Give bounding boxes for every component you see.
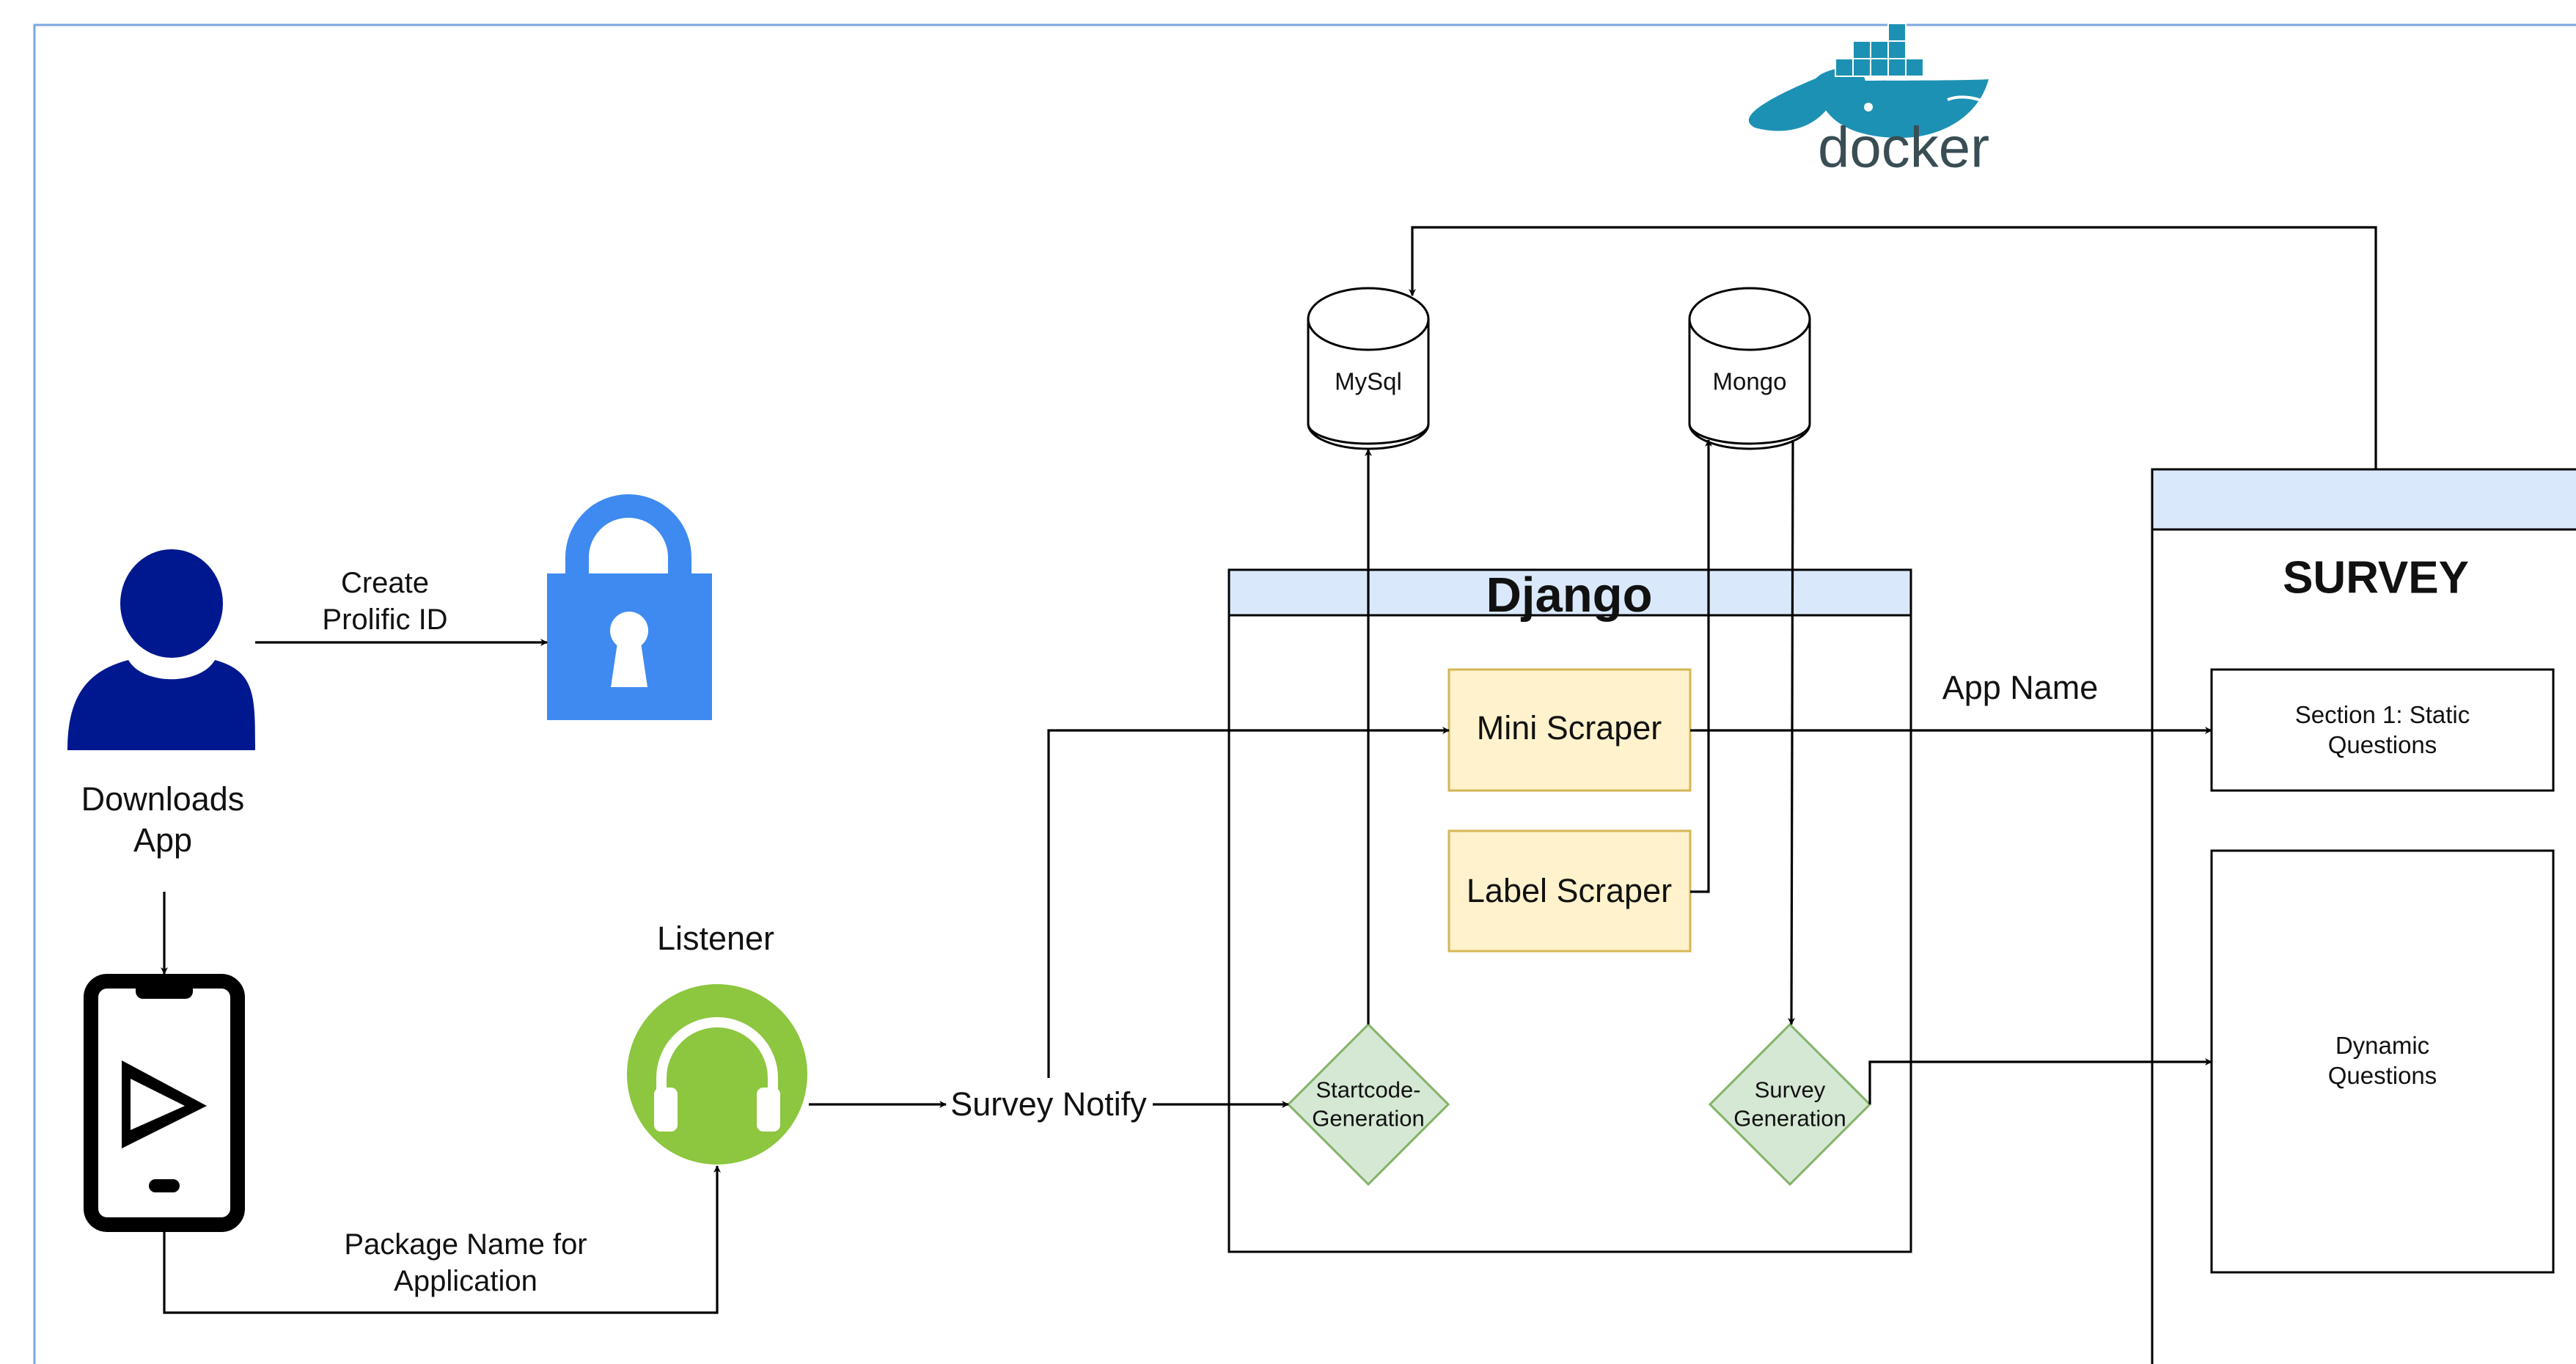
play-store-icon [122,1060,207,1148]
create-prolific-id-label: Create Prolific ID [322,567,448,636]
survey-generation-label: Survey Generation [1733,1077,1846,1131]
startcode-label: Startcode- Generation [1312,1077,1425,1131]
mongo-cylinder [1688,287,1811,450]
survey-title: SURVEY [2283,552,2469,604]
dynamic-questions-box [2210,849,2555,1274]
edge-label-scraper-to-mongo [1690,439,1712,893]
dynamic-questions-label: Dynamic Questions [2327,1031,2437,1089]
edge-survey-generation-to-dynamic [1868,1058,2212,1104]
lock-icon [547,494,712,720]
edge-package-name [163,1165,721,1314]
edge-mongo-to-survey-generation [1788,439,1796,1025]
edge-survey-to-mysql [1409,226,2377,469]
docker-whale-icon [1748,23,1989,138]
headphones-icon [627,984,807,1165]
actor-label: Downloads App [81,780,245,859]
label-scraper-box [1447,829,1692,953]
mongo-label: Mongo [1712,367,1787,395]
survey-generation-diamond [1708,1022,1872,1187]
survey-header [2151,468,2576,531]
label-scraper-label: Label Scraper [1466,871,1673,909]
section1-label: Section 1: Static Questions [2294,700,2470,758]
person-icon [67,549,256,750]
mini-scraper-label: Mini Scraper [1476,708,1662,747]
package-name-label: Package Name for Application [344,1228,587,1297]
edge-notify-to-mini-scraper [1047,727,1450,1078]
django-header [1228,568,1912,617]
phone-icon [84,974,245,1232]
django-title: Django [1486,568,1653,623]
survey-notify-label: Survey Notify [947,1083,1150,1126]
section1-box [2210,668,2555,792]
page-frame [33,23,2576,1364]
startcode-diamond [1286,1022,1450,1187]
mysql-label: MySql [1335,367,1402,395]
docker-logo-text: docker [1817,114,1990,180]
listener-label: Listener [656,919,775,957]
mysql-cylinder [1307,287,1430,450]
app-name-label: App Name [1942,668,2099,706]
mini-scraper-box [1447,668,1692,792]
